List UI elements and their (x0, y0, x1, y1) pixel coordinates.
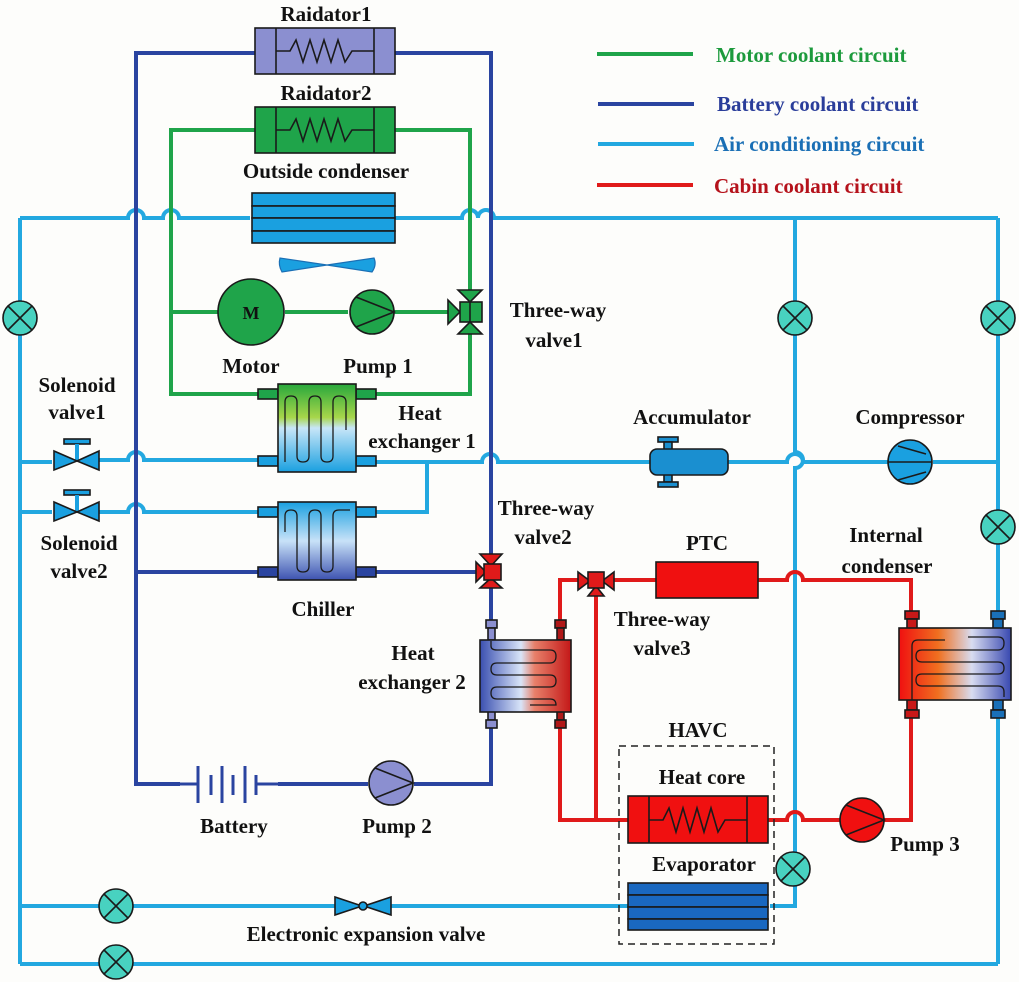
three-way-valve3-label-line2: valve3 (633, 636, 690, 660)
motor-symbol: M (243, 303, 260, 323)
three-way-valve1: Three-way valve1 (447, 289, 607, 352)
fan-icon (278, 257, 376, 273)
cabin-pipe-hx2-top (558, 578, 580, 625)
outside-condenser: Outside condenser (243, 159, 409, 273)
heat-core-label: Heat core (659, 765, 745, 789)
pump2-label: Pump 2 (362, 814, 431, 838)
radiator1: Raidator1 (254, 2, 396, 75)
shutoff-valve-right-lower (980, 509, 1016, 545)
shutoff-valves (2, 300, 1016, 980)
evaporator-label: Evaporator (652, 852, 756, 876)
battery-circuit-pipes (134, 51, 493, 786)
internal-condenser-label-line2: condenser (842, 554, 933, 578)
solenoid-valve2-label-line1: Solenoid (40, 531, 117, 555)
motor-label: Motor (222, 354, 279, 378)
internal-condenser: Internal condenser (842, 523, 1012, 719)
solenoid-valve2: Solenoid valve2 (40, 489, 118, 583)
three-way-valve2-label-line2: valve2 (514, 525, 571, 549)
battery: Battery (180, 766, 278, 838)
coil-icon (284, 509, 350, 573)
ac-pipe-top (20, 208, 998, 220)
pump2: Pump 2 (362, 760, 432, 838)
three-way-valve2: Three-way valve2 (475, 496, 595, 589)
shutoff-valve-bottom-lower (98, 944, 134, 980)
motor-pipe-return (372, 330, 472, 396)
radiator2-label: Raidator2 (281, 81, 372, 105)
ptc-heater: PTC (655, 531, 759, 599)
legend-label-ac: Air conditioning circuit (714, 132, 924, 156)
three-way-valve2-label-line1: Three-way (498, 496, 595, 520)
ac-pipe-suction-line (20, 450, 998, 464)
shutoff-valve-left (2, 300, 38, 336)
battery-pipe-right-upper (395, 51, 493, 560)
chiller: Chiller (257, 501, 377, 621)
legend-label-battery: Battery coolant circuit (717, 92, 918, 116)
three-way-valve3-label-line1: Three-way (614, 607, 711, 631)
pump-arrow-icon (845, 804, 887, 836)
motor-pipe-right (395, 128, 472, 296)
shutoff-valve-mid-upper (777, 300, 813, 336)
cabin-pipe-hx2-bottom (558, 712, 628, 822)
cabin-pipe-pump3 (768, 714, 913, 822)
shutoff-valve-bottom-upper (98, 888, 134, 924)
electronic-expansion-valve: Electronic expansion valve (247, 895, 486, 946)
compressor: Compressor (855, 405, 965, 485)
resistor-zigzag-icon (276, 37, 374, 65)
ac-circuit-pipes (18, 208, 1000, 966)
chiller-label: Chiller (292, 597, 355, 621)
pump1: Pump 1 (343, 289, 413, 378)
heat-exchanger1-label-line1: Heat (398, 401, 441, 425)
pump1-label: Pump 1 (343, 354, 412, 378)
solenoid-valve1-label-line2: valve1 (48, 400, 105, 424)
heat-exchanger1: Heat exchanger 1 (257, 383, 476, 473)
coil-icon (490, 641, 557, 706)
legend-label-motor: Motor coolant circuit (716, 43, 907, 67)
cabin-circuit-pipes (558, 570, 913, 822)
radiator1-label: Raidator1 (281, 2, 372, 26)
cabin-pipe-ptc (612, 570, 913, 612)
solenoid-valve1: Solenoid valve1 (38, 373, 116, 472)
pump-arrow-icon (355, 296, 397, 328)
havc-unit: HAVC Heat core Evaporator (618, 718, 775, 945)
havc-boundary (618, 745, 775, 945)
three-way-valve1-label-line2: valve1 (525, 328, 582, 352)
coil-icon (911, 636, 1005, 700)
accumulator-label: Accumulator (633, 405, 751, 429)
battery-pipe-left (134, 51, 255, 786)
battery-pipe-lower (278, 582, 493, 786)
outside-condenser-label: Outside condenser (243, 159, 409, 183)
heat-core: Heat core (627, 765, 769, 844)
solenoid-valve1-label-line1: Solenoid (38, 373, 115, 397)
evaporator: Evaporator (627, 852, 769, 931)
radiator2: Raidator2 (254, 81, 396, 154)
motor: M Motor (217, 278, 285, 378)
coil-icon (284, 395, 347, 463)
compressor-label: Compressor (855, 405, 964, 429)
pump3-label: Pump 3 (890, 832, 959, 856)
shutoff-valve-evaporator (775, 851, 811, 887)
motor-circuit-pipes (169, 128, 472, 396)
three-way-valve3: Three-way valve3 (577, 570, 711, 660)
pump3: Pump 3 (839, 797, 960, 856)
resistor-zigzag-icon (276, 116, 374, 144)
havc-label: HAVC (668, 718, 727, 742)
electronic-expansion-valve-label: Electronic expansion valve (247, 922, 486, 946)
three-way-valve1-label-line1: Three-way (510, 298, 607, 322)
internal-condenser-label-line1: Internal (849, 523, 923, 547)
solenoid-valve2-label-line2: valve2 (50, 559, 107, 583)
legend: Motor coolant circuit Battery coolant ci… (597, 43, 924, 198)
accumulator: Accumulator (633, 405, 751, 488)
motor-pipe-left (169, 128, 262, 396)
heat-exchanger1-label-line2: exchanger 1 (368, 429, 476, 453)
resistor-zigzag-icon (649, 805, 747, 835)
heat-exchanger2-label-line1: Heat (391, 641, 434, 665)
heat-exchanger2: Heat exchanger 2 (358, 619, 572, 729)
pump-arrow-icon (374, 767, 416, 799)
legend-label-cabin: Cabin coolant circuit (714, 174, 903, 198)
ptc-label: PTC (686, 531, 728, 555)
shutoff-valve-right-upper (980, 300, 1016, 336)
heat-exchanger2-label-line2: exchanger 2 (358, 670, 466, 694)
battery-label: Battery (200, 814, 268, 838)
ac-pipe-chiller-line (20, 462, 429, 514)
